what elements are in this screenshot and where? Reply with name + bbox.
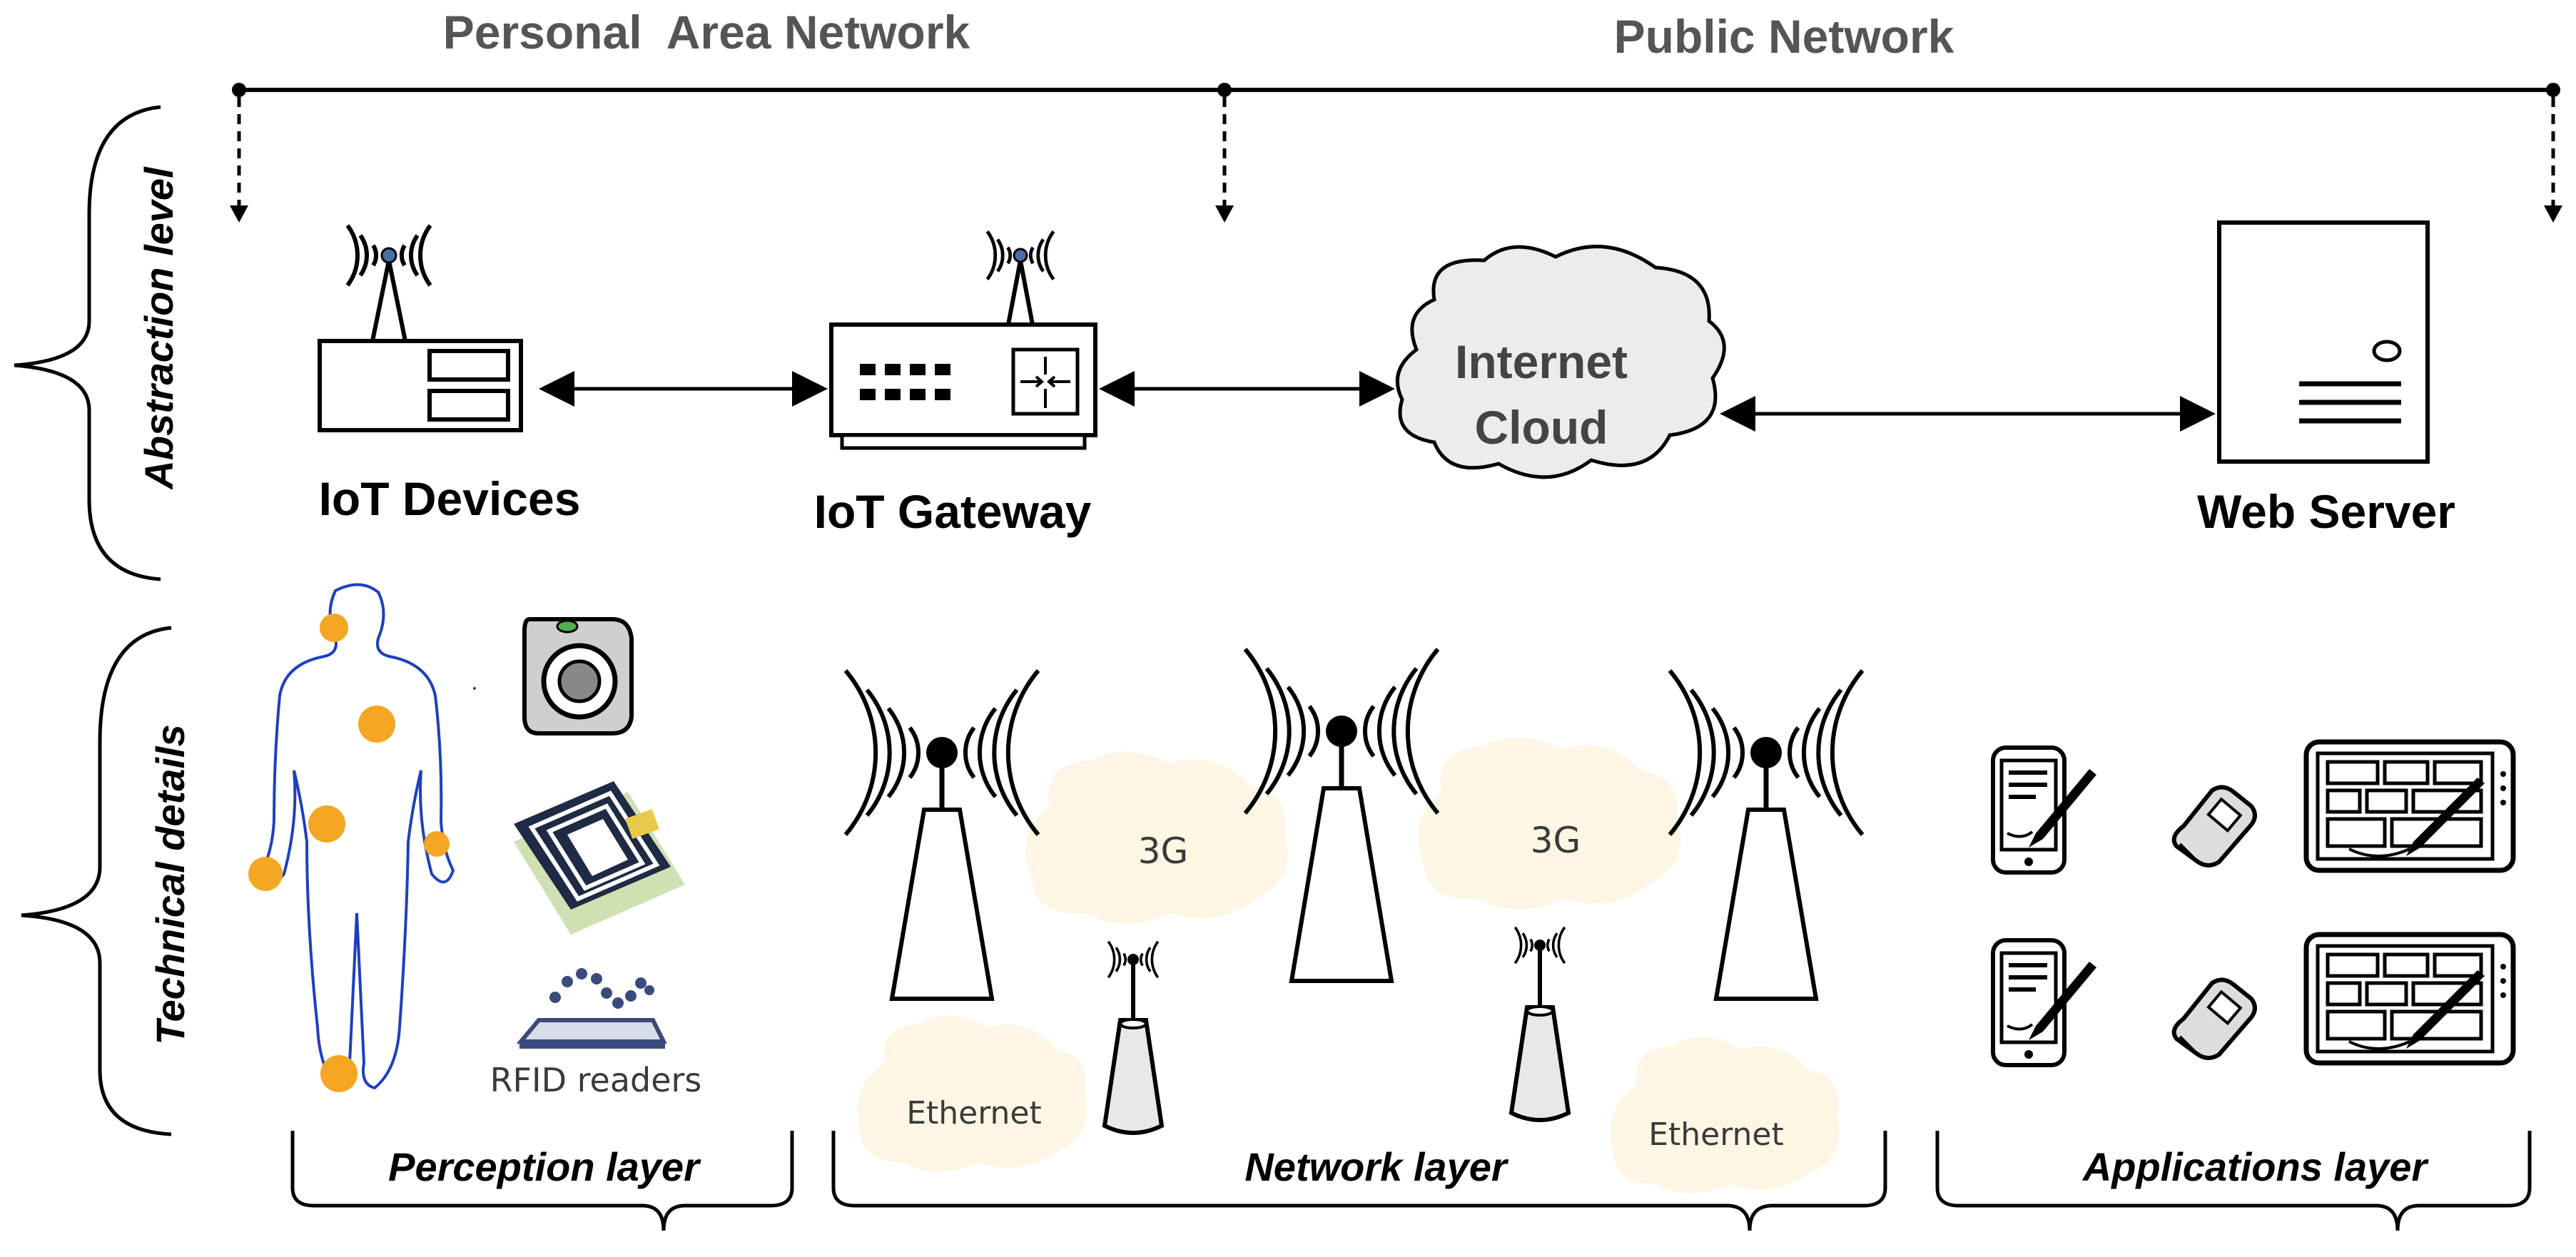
internet-cloud-label-line1: Internet <box>1455 335 1628 388</box>
wifi-router-2 <box>1508 926 1571 1122</box>
app-tablet-1 <box>2306 742 2513 870</box>
internet-cloud-label-line2: Cloud <box>1475 401 1608 454</box>
wifi-router-1 <box>1102 940 1165 1135</box>
app-phone-1 <box>2174 787 2255 865</box>
network-layer-label: Network layer <box>1244 1144 1508 1189</box>
rfid-readers-label: RFID readers <box>490 1061 702 1099</box>
technical-details-brace <box>21 626 172 1136</box>
faint-cloud-3g-right <box>1417 737 1680 910</box>
scope-dashed-arrows <box>237 97 2555 207</box>
app-pda-2 <box>1993 940 2096 1065</box>
ethernet-left-label: Ethernet <box>906 1095 1042 1131</box>
rfid-reader-icon <box>516 968 667 1049</box>
iot-devices-label: IoT Devices <box>319 472 581 525</box>
cell-tower-3 <box>1670 671 1862 1001</box>
layer-braces <box>290 1131 2532 1231</box>
rfid-tag-icon <box>514 781 685 935</box>
applications-layer-label: Applications layer <box>2081 1144 2430 1189</box>
scope-dot-middle <box>1217 83 1232 97</box>
cell-tower-1 <box>846 671 1038 1001</box>
faint-cloud-ethernet-left <box>857 1015 1087 1172</box>
cloud-3g-right-label: 3G <box>1531 820 1581 861</box>
iot-gateway-icon <box>829 231 1097 450</box>
connection-arrows <box>539 371 2216 432</box>
app-tablet-2 <box>2306 935 2513 1063</box>
faint-cloud-ethernet-right <box>1610 1037 1840 1194</box>
network-scope-header: Personal Area Network Public Network <box>230 6 2562 223</box>
abstraction-level-brace <box>14 105 161 581</box>
scope-dot-right <box>2546 83 2560 97</box>
internet-cloud-icon <box>1395 245 1726 479</box>
body-sensor-figure <box>248 583 476 1092</box>
web-server-icon <box>2217 220 2430 464</box>
perception-layer-label: Perception layer <box>388 1144 701 1189</box>
abstraction-level-label: Abstraction level <box>136 166 181 491</box>
technical-details-label: Technical details <box>148 724 193 1044</box>
scope-dot-left <box>232 83 246 97</box>
iot-device-icon <box>318 225 523 432</box>
app-phone-2 <box>2174 979 2255 1058</box>
web-server-label: Web Server <box>2197 485 2455 538</box>
cell-tower-2 <box>1245 649 1438 983</box>
personal-area-network-label: Personal Area Network <box>443 6 970 58</box>
cloud-3g-left-label: 3G <box>1138 830 1189 872</box>
ethernet-right-label: Ethernet <box>1648 1116 1784 1153</box>
iot-gateway-label: IoT Gateway <box>814 485 1092 538</box>
camera-icon <box>522 617 634 736</box>
faint-cloud-3g-left <box>1025 751 1288 924</box>
app-pda-1 <box>1993 748 2096 872</box>
public-network-label: Public Network <box>1614 10 1954 63</box>
